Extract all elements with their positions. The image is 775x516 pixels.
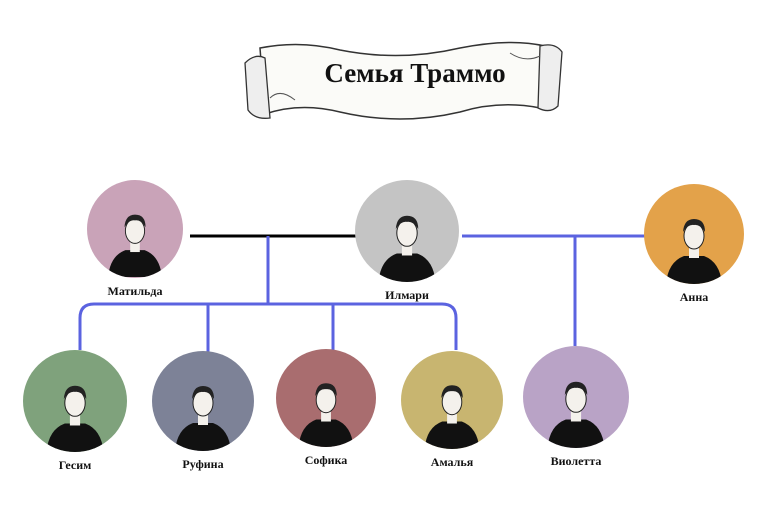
person-name: Илмари xyxy=(385,288,429,302)
person-figure-icon xyxy=(378,215,436,282)
person-amalia[interactable]: Амалья xyxy=(397,351,507,470)
portrait-anna xyxy=(644,184,744,284)
children-bracket xyxy=(78,302,458,350)
person-gesim[interactable]: Гесим xyxy=(20,350,130,473)
person-sofika[interactable]: Софика xyxy=(271,349,381,468)
person-anna[interactable]: Анна xyxy=(639,184,749,305)
person-name: Матильда xyxy=(107,284,163,298)
person-name: Анна xyxy=(679,290,709,304)
person-figure-icon xyxy=(46,385,104,452)
page-title: Семья Траммо xyxy=(324,58,506,88)
portrait-ilmari xyxy=(355,180,459,282)
portrait-gesim xyxy=(23,350,127,452)
person-matilda[interactable]: Матильда xyxy=(80,180,190,299)
person-name: Руфина xyxy=(182,457,224,471)
portrait-violetta xyxy=(523,346,629,448)
portrait-rufina xyxy=(152,351,254,451)
person-name: Софика xyxy=(304,453,348,467)
person-figure-icon xyxy=(108,214,162,277)
person-name: Гесим xyxy=(58,458,92,472)
person-ilmari[interactable]: Илмари xyxy=(352,180,462,303)
person-violetta[interactable]: Виолетта xyxy=(521,346,631,469)
person-name: Виолетта xyxy=(550,454,602,468)
title-scroll-banner xyxy=(244,41,563,120)
portrait-amalia xyxy=(401,351,503,449)
person-figure-icon xyxy=(175,386,231,451)
person-rufina[interactable]: Руфина xyxy=(148,351,258,472)
person-figure-icon xyxy=(666,219,722,284)
person-name: Амалья xyxy=(430,455,474,469)
portrait-sofika xyxy=(276,349,376,447)
person-figure-icon xyxy=(298,383,354,447)
portrait-matilda xyxy=(87,180,183,278)
person-figure-icon xyxy=(547,381,605,448)
person-figure-icon xyxy=(424,385,480,449)
